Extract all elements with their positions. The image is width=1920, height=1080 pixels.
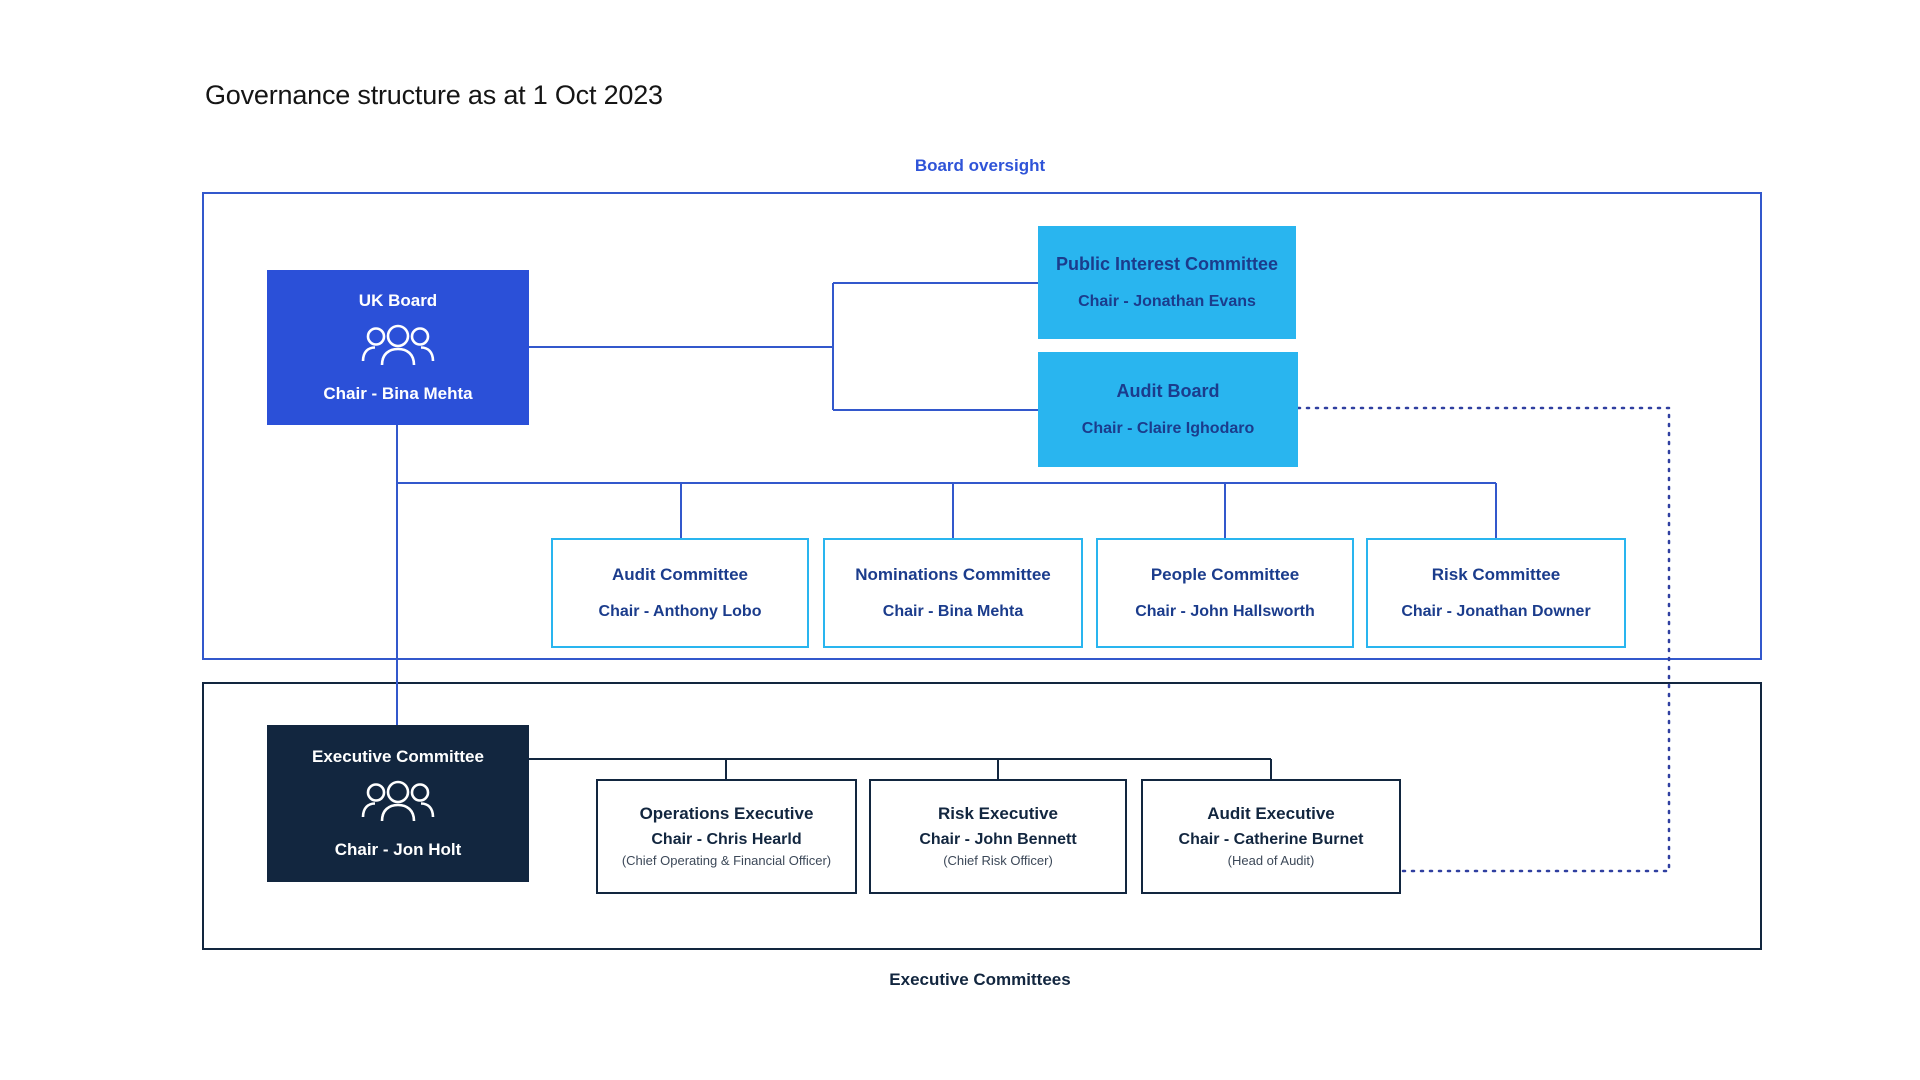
node-public-interest-committee[interactable]: Public Interest Committee Chair - Jonath… <box>1038 226 1296 339</box>
node-nominations-committee[interactable]: Nominations Committee Chair - Bina Mehta <box>823 538 1083 648</box>
node-uk-board-title: UK Board <box>358 290 438 310</box>
node-audit-executive-chair: Chair - Catherine Burnet <box>1178 831 1364 849</box>
node-uk-board[interactable]: UK Board Chair - Bina Mehta <box>267 270 529 425</box>
people-group-icon <box>361 779 435 828</box>
node-risk-executive-chair: Chair - John Bennett <box>919 831 1077 849</box>
node-audit-board[interactable]: Audit Board Chair - Claire Ighodaro <box>1038 352 1298 467</box>
node-audit-executive-role: (Head of Audit) <box>1227 853 1315 869</box>
node-audit-board-chair: Chair - Claire Ighodaro <box>1081 419 1255 437</box>
node-operations-executive-title: Operations Executive <box>639 803 814 823</box>
page-title: Governance structure as at 1 Oct 2023 <box>205 80 663 110</box>
node-operations-executive-chair: Chair - Chris Hearld <box>651 831 802 849</box>
node-nominations-committee-chair: Chair - Bina Mehta <box>882 603 1024 621</box>
node-executive-committee-chair: Chair - Jon Holt <box>334 840 462 859</box>
executive-committees-frame <box>202 682 1762 950</box>
node-risk-executive-title: Risk Executive <box>937 803 1058 823</box>
board-oversight-frame <box>202 192 1762 660</box>
node-audit-committee-chair: Chair - Anthony Lobo <box>598 603 762 621</box>
section-caption-executive-committees: Executive Committees <box>889 970 1071 989</box>
node-risk-committee-title: Risk Committee <box>1431 564 1561 584</box>
node-audit-committee-title: Audit Committee <box>612 564 748 584</box>
node-audit-board-title: Audit Board <box>1116 381 1220 402</box>
node-public-interest-committee-title: Public Interest Committee <box>1055 254 1279 275</box>
node-people-committee[interactable]: People Committee Chair - John Hallsworth <box>1096 538 1354 648</box>
node-risk-executive-role: (Chief Risk Officer) <box>943 853 1053 869</box>
node-audit-committee[interactable]: Audit Committee Chair - Anthony Lobo <box>551 538 809 648</box>
node-risk-committee[interactable]: Risk Committee Chair - Jonathan Downer <box>1366 538 1626 648</box>
node-audit-executive[interactable]: Audit Executive Chair - Catherine Burnet… <box>1141 779 1401 894</box>
people-group-icon <box>361 323 435 372</box>
node-public-interest-committee-chair: Chair - Jonathan Evans <box>1078 292 1256 310</box>
section-caption-board-oversight: Board oversight <box>914 156 1046 175</box>
node-risk-committee-chair: Chair - Jonathan Downer <box>1401 603 1591 621</box>
node-operations-executive[interactable]: Operations Executive Chair - Chris Hearl… <box>596 779 857 894</box>
node-people-committee-chair: Chair - John Hallsworth <box>1135 603 1315 621</box>
node-nominations-committee-title: Nominations Committee <box>855 564 1051 584</box>
node-executive-committee[interactable]: Executive Committee Chair - Jon Holt <box>267 725 529 882</box>
node-risk-executive[interactable]: Risk Executive Chair - John Bennett (Chi… <box>869 779 1127 894</box>
node-executive-committee-title: Executive Committee <box>312 746 484 766</box>
node-uk-board-chair: Chair - Bina Mehta <box>323 384 473 403</box>
node-operations-executive-role: (Chief Operating & Financial Officer) <box>621 853 832 869</box>
node-audit-executive-title: Audit Executive <box>1207 803 1335 823</box>
node-people-committee-title: People Committee <box>1150 564 1300 584</box>
